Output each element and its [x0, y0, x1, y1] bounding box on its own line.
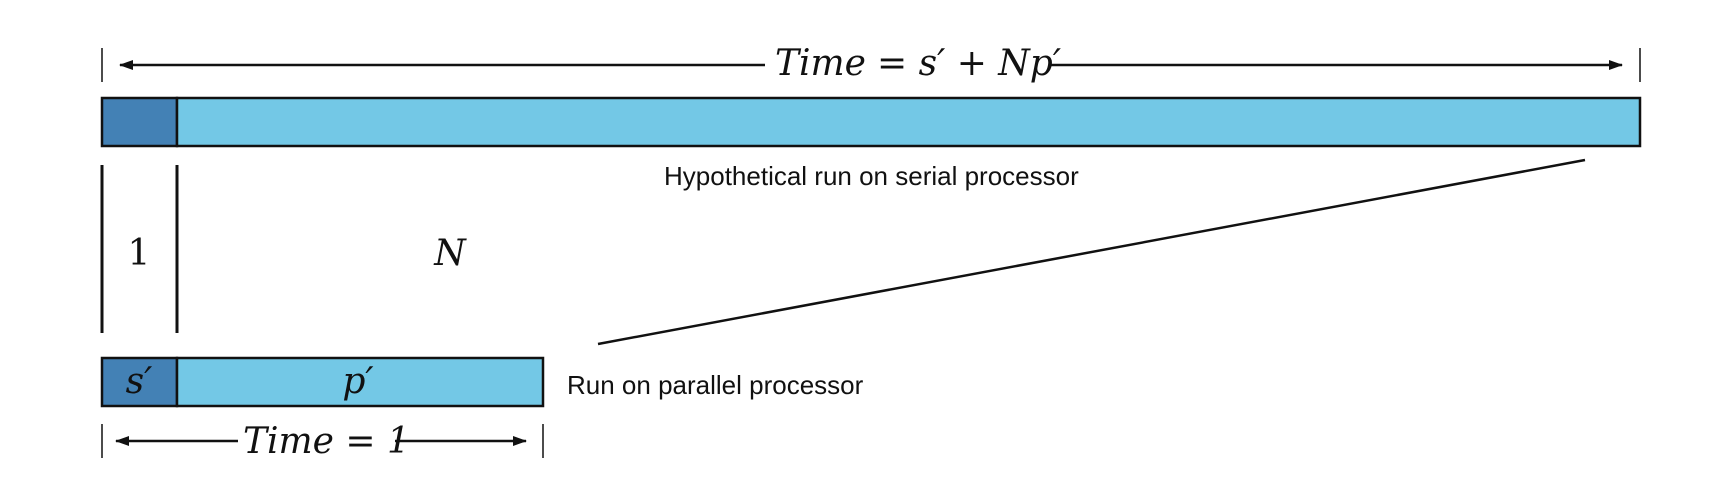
parallel-bar-p-segment: [175, 356, 545, 408]
top-time-label: Time: [775, 43, 866, 84]
bottom-time-label: Time = 1: [243, 421, 410, 462]
serial-bar-s-segment: [100, 96, 179, 148]
serial-run-label: Hypothetical run on serial processor: [664, 161, 1079, 191]
parallel-run-bar: s′ p′: [100, 356, 545, 408]
p-prime-label: p′: [342, 361, 373, 402]
s-prime-label: s′: [126, 361, 153, 402]
serial-bar-np-segment: [175, 96, 1642, 148]
parallel-bar-s-segment: [100, 356, 179, 408]
projection-line: [597, 158, 1586, 346]
serial-run-bar: [100, 96, 1642, 148]
top-time-dimension: Time = s′ + Np′: [101, 43, 1641, 84]
parallel-run-label: Run on parallel processor: [567, 370, 864, 400]
count-n-label: N: [433, 233, 467, 274]
count-one-label: 1: [128, 233, 151, 274]
top-time-formula: = s′ + Np′: [877, 43, 1061, 84]
bottom-time-dimension: Time = 1: [101, 421, 544, 462]
